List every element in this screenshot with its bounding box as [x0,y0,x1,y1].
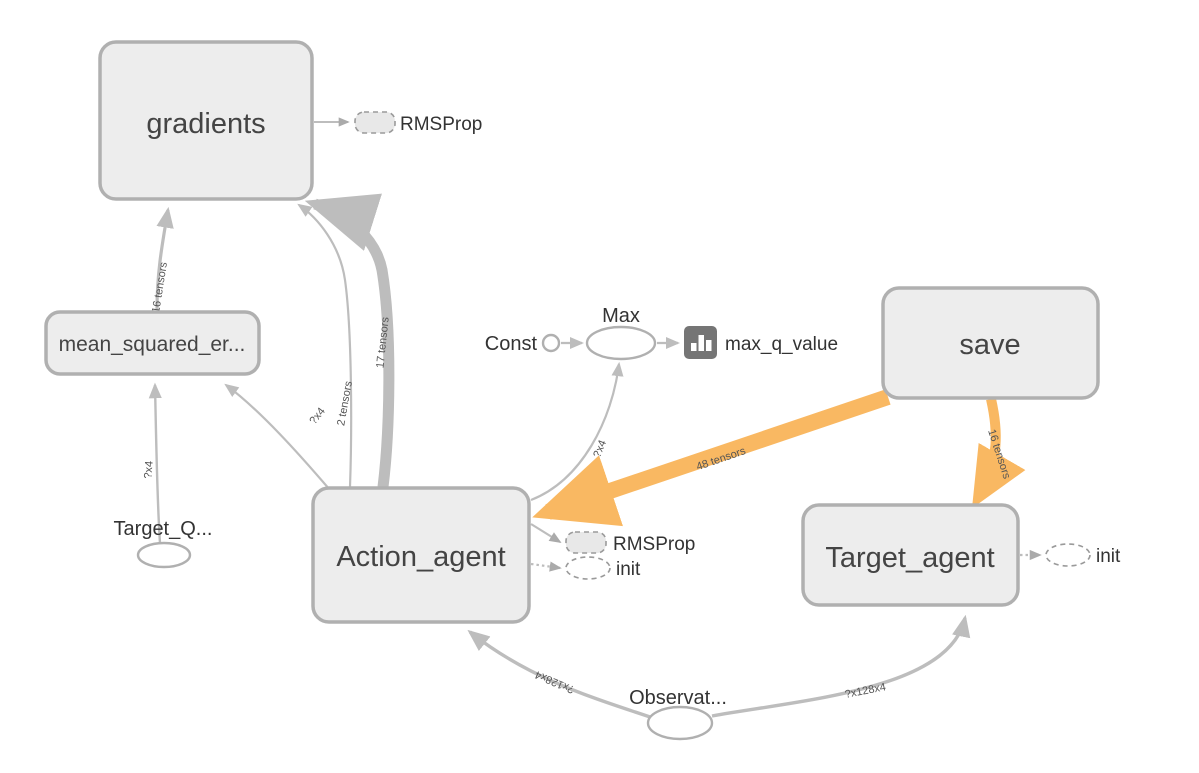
edge-label-obs-right: ?x128x4 [844,681,887,701]
bar-chart-icon [691,335,712,351]
node-target-q-label: Target_Q... [114,518,213,540]
node-max[interactable]: Max [585,305,657,361]
node-target-agent-label: Target_agent [825,542,994,574]
edge-action-to-gradients-2: 2 tensors [297,203,355,488]
node-mean-squared-error[interactable]: mean_squared_er... [44,310,261,376]
edge-label-17-tensors: 17 tensors [374,316,391,369]
edge-label-obs-left: ?x128x4 [533,668,576,695]
edge-save-to-target-16: 16 tensors [971,397,1026,509]
node-init-action[interactable]: init [565,556,641,580]
node-init-action-shape[interactable] [565,556,611,580]
node-observation-label: Observat... [629,687,727,709]
node-rmsprop-action[interactable]: RMSProp [565,531,695,555]
node-rmsprop-action-shape[interactable] [565,531,607,554]
node-gradients-label: gradients [146,108,265,140]
node-init-target-shape[interactable] [1045,543,1091,567]
node-const[interactable]: Const [485,333,561,355]
edge-action-to-init [530,561,562,572]
node-max-shape[interactable] [585,325,657,361]
node-gradients[interactable]: gradients [98,40,314,201]
node-target-agent[interactable]: Target_agent [801,503,1020,607]
edge-label-qx4-targetq: ?x4 [142,461,155,480]
node-init-target[interactable]: init [1045,543,1121,567]
edge-label-qx4-mse: ?x4 [307,405,327,426]
edge-observation-to-target: ?x128x4 [711,614,971,718]
node-observation[interactable]: Observat... [629,687,727,741]
node-target-q[interactable]: Target_Q... [114,518,213,569]
edge-action-to-max: ?x4 [530,361,624,502]
node-action-agent-shape[interactable] [311,486,531,624]
node-mean-squared-error-label: mean_squared_er... [59,333,246,356]
node-target-q-shape[interactable] [136,541,192,569]
edge-label-16-tensors: 16 tensors [150,261,170,314]
node-rmsprop-gradients-shape[interactable] [354,111,396,134]
edge-observation-to-action: ?x128x4 [467,629,651,719]
node-target-agent-shape[interactable] [801,503,1020,607]
node-rmsprop-gradients-label: RMSProp [400,114,482,135]
node-mean-squared-error-shape[interactable] [44,310,261,376]
node-save[interactable]: save [881,286,1100,400]
node-layer: gradients RMSProp mean_squared_er... Con… [44,40,1121,741]
edge-layer: 16 tensors 17 tensors 2 tensors ?x4 ?x4 [142,117,1042,719]
edge-action-to-gradients-17: 17 tensors [304,193,395,488]
node-save-label: save [959,329,1020,361]
node-init-target-label: init [1096,546,1121,567]
node-gradients-shape[interactable] [98,40,314,201]
node-rmsprop-gradients[interactable]: RMSProp [354,111,482,135]
node-init-action-label: init [616,559,641,580]
node-max-q-value-label: max_q_value [725,334,838,355]
node-action-agent-label: Action_agent [336,541,505,573]
node-max-q-value[interactable]: max_q_value [684,326,838,359]
node-const-shape[interactable] [541,333,561,353]
edge-targetq-to-mse: ?x4 [142,382,162,544]
node-const-label: Const [485,333,538,355]
node-action-agent[interactable]: Action_agent [311,486,531,624]
node-save-shape[interactable] [881,286,1100,400]
edge-action-to-mse: ?x4 [224,383,331,491]
node-observation-shape[interactable] [646,705,714,741]
edge-mse-to-gradients: 16 tensors [150,206,174,314]
node-max-label: Max [602,305,640,327]
edge-action-to-rmsprop [530,523,562,543]
node-rmsprop-action-label: RMSProp [613,534,695,555]
